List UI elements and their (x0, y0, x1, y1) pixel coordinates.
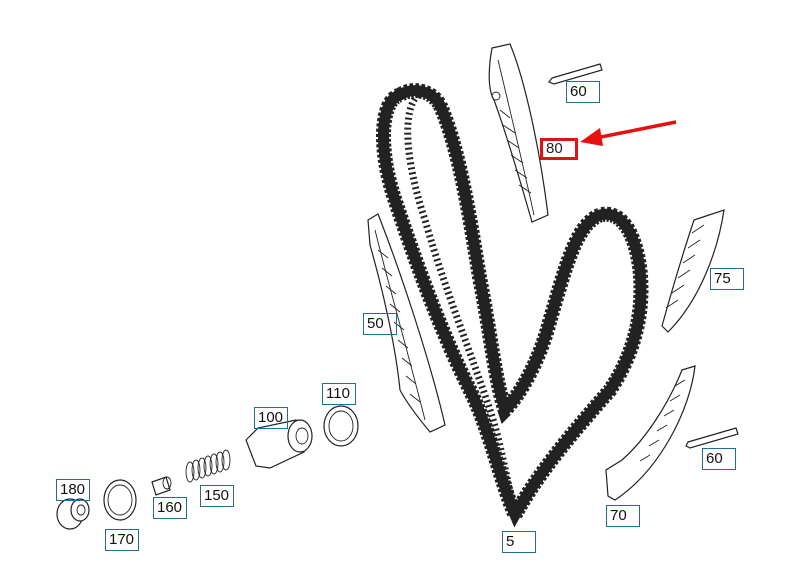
piston-160 (151, 476, 172, 496)
callout-50: 50 (363, 313, 397, 335)
callout-100: 100 (254, 407, 288, 429)
spring-150 (185, 449, 231, 483)
callout-150: 150 (200, 485, 234, 507)
callout-70: 70 (606, 505, 640, 527)
guide-pin-lower (685, 427, 739, 449)
callout-80-highlighted: 80 (540, 138, 578, 160)
callout-160: 160 (153, 497, 187, 519)
seal-ring-170 (103, 479, 137, 521)
callout-5: 5 (502, 531, 536, 553)
left-tensioner-rail (367, 213, 446, 433)
callout-110: 110 (322, 383, 356, 405)
timing-chain (376, 83, 649, 533)
right-guide-rail (661, 209, 725, 333)
highlight-arrow (580, 120, 677, 146)
seal-ring-110 (323, 405, 359, 447)
lower-right-guide-rail (605, 365, 696, 501)
upper-tensioner-rail (488, 43, 549, 223)
callout-170: 170 (105, 529, 139, 551)
callout-60-upper: 60 (566, 81, 600, 103)
callout-180: 180 (56, 479, 90, 501)
callout-60-lower: 60 (702, 448, 736, 470)
screw-plug-180 (56, 498, 90, 530)
callout-75: 75 (710, 268, 744, 290)
chain-tensioner-100 (245, 419, 313, 469)
guide-pin-upper (548, 63, 603, 85)
